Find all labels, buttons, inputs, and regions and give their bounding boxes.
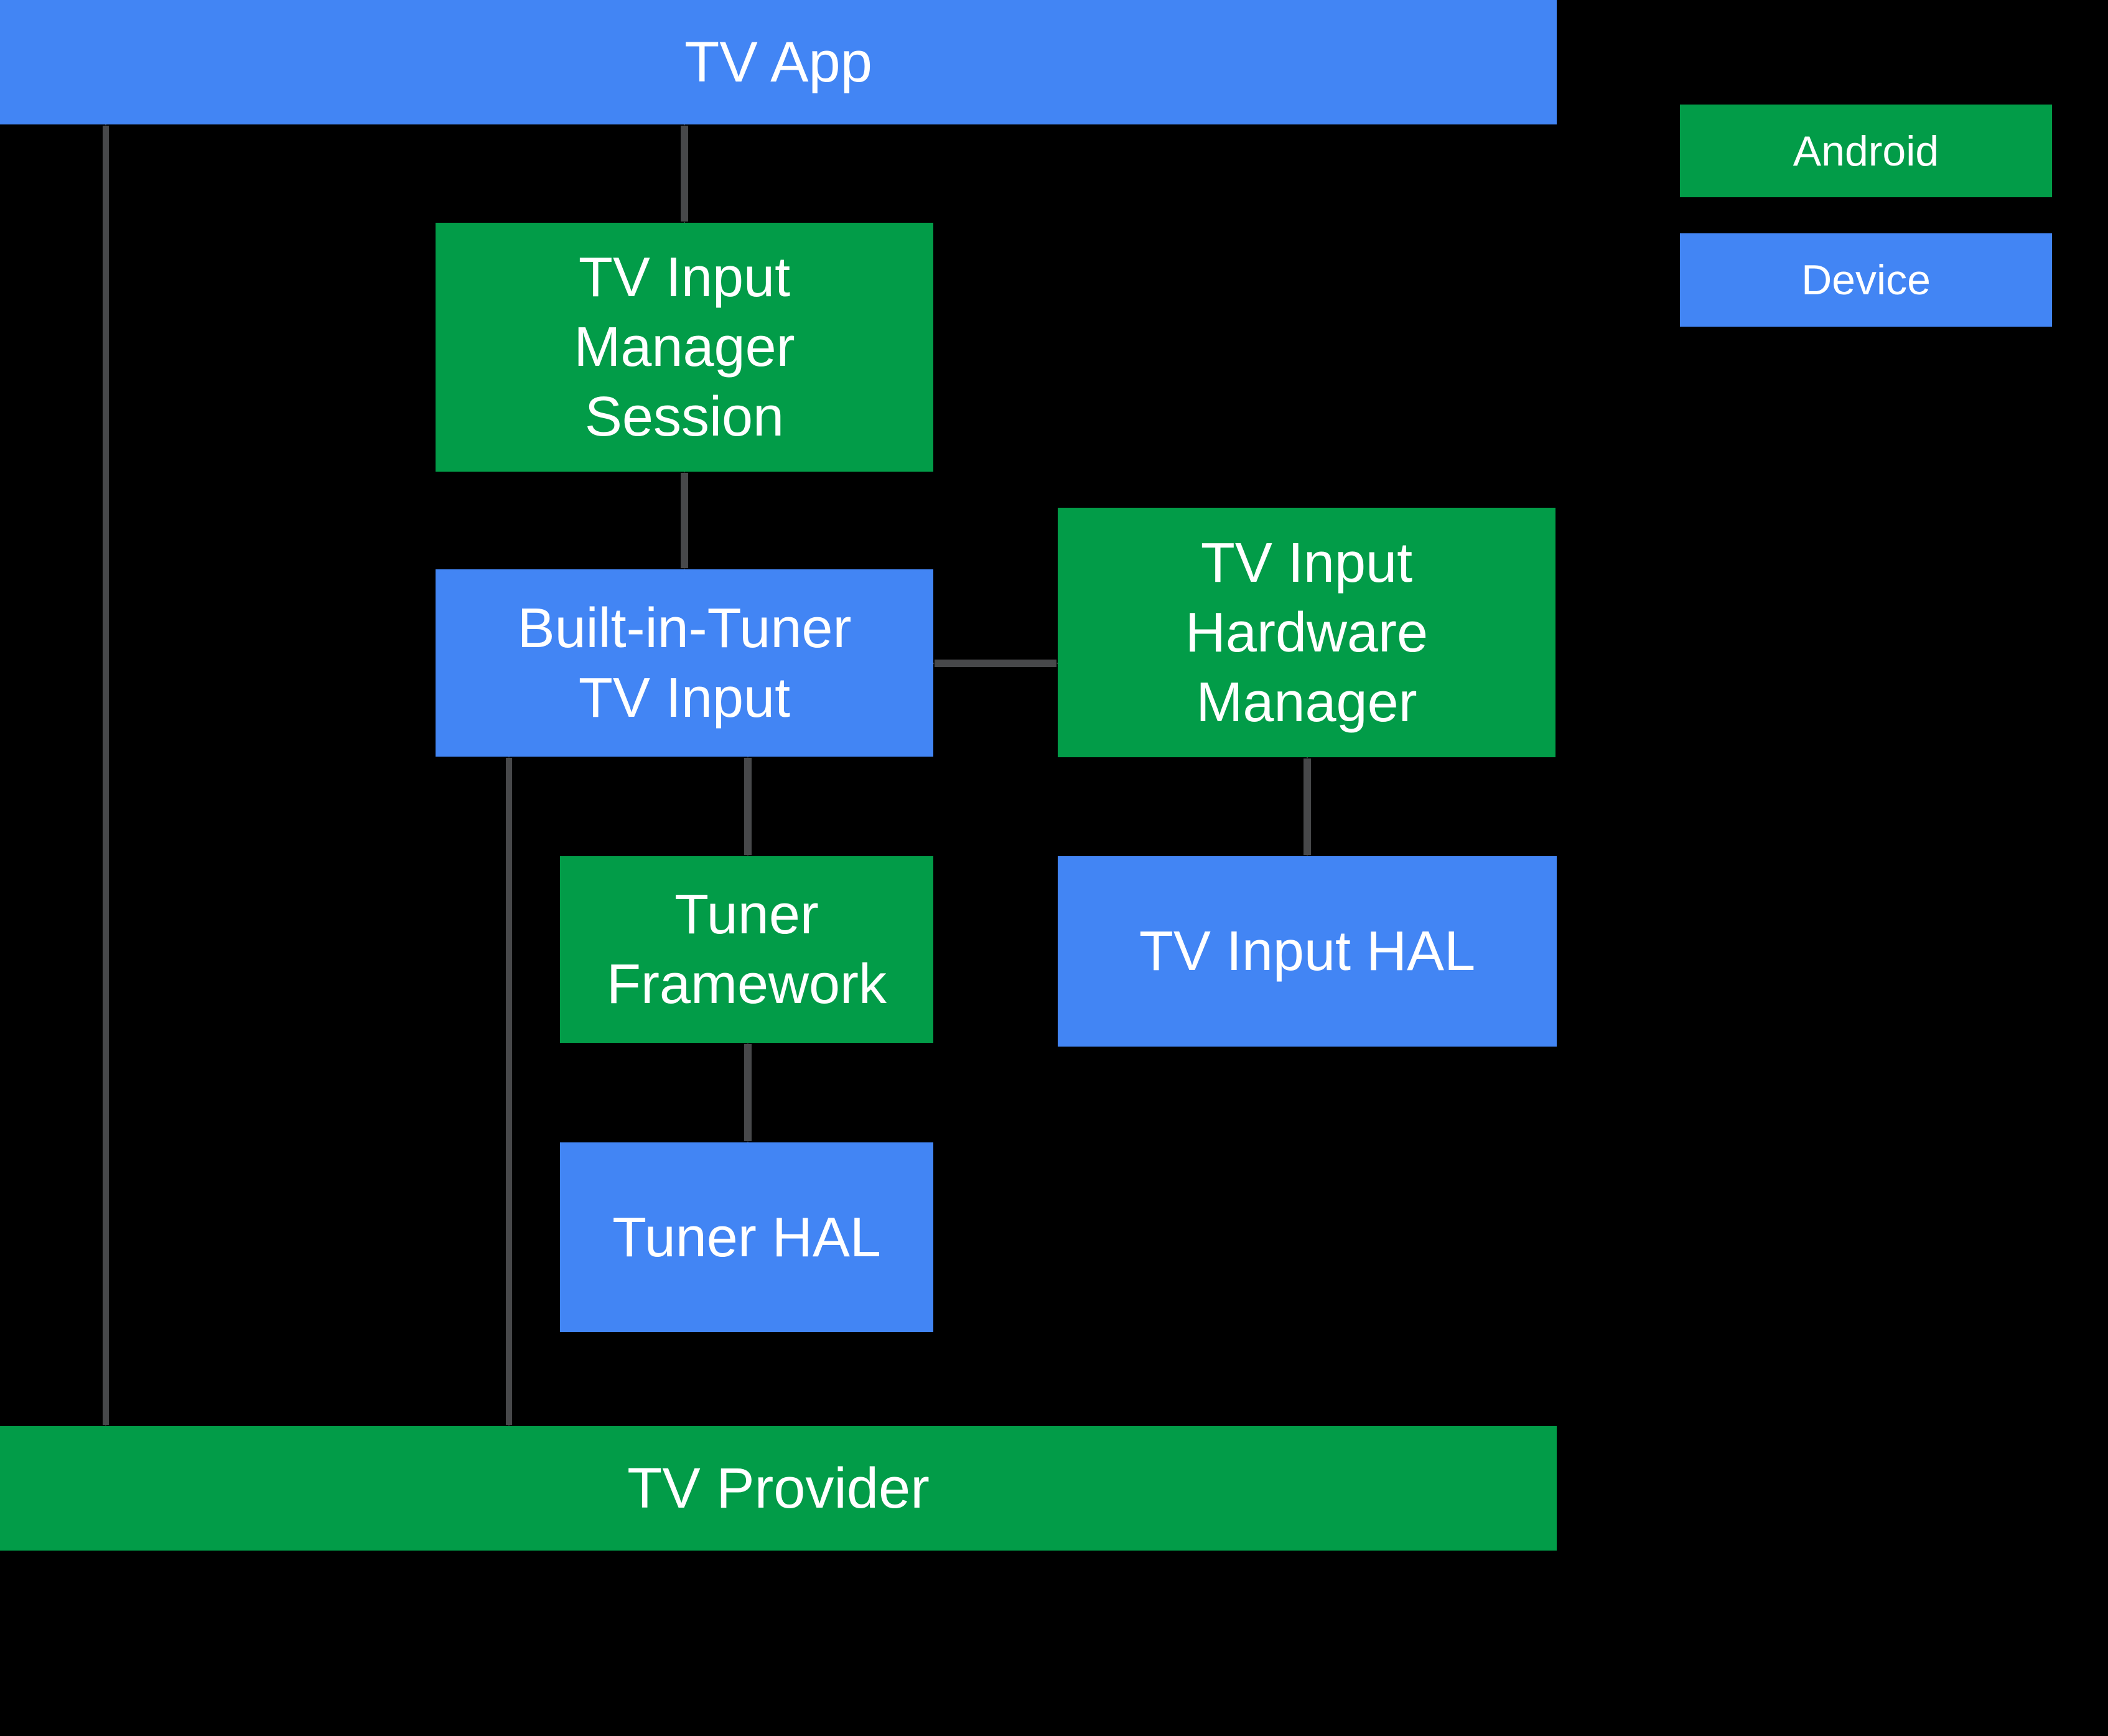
node-tv-input-hardware-manager: TV Input Hardware Manager bbox=[1058, 508, 1555, 757]
legend-device-label: Device bbox=[1801, 256, 1931, 304]
legend-android: Android bbox=[1680, 105, 2052, 197]
node-tv-input-manager-session-label: TV Input Manager Session bbox=[574, 246, 795, 448]
node-tv-input-hal-label: TV Input HAL bbox=[1139, 920, 1476, 982]
node-built-in-tuner-tv-input-label: Built-in-Tuner TV Input bbox=[517, 597, 852, 729]
node-built-in-tuner-tv-input: Built-in-Tuner TV Input bbox=[436, 569, 933, 757]
node-tv-provider: TV Provider bbox=[0, 1426, 1557, 1551]
node-tv-input-hal: TV Input HAL bbox=[1058, 856, 1557, 1047]
legend-android-label: Android bbox=[1793, 127, 1939, 175]
node-tv-app: TV App bbox=[0, 0, 1557, 124]
node-tv-app-label: TV App bbox=[684, 30, 872, 94]
node-tv-input-manager-session: TV Input Manager Session bbox=[436, 223, 933, 472]
node-tv-provider-label: TV Provider bbox=[627, 1457, 930, 1520]
node-tuner-hal: Tuner HAL bbox=[560, 1142, 933, 1332]
node-tuner-framework: Tuner Framework bbox=[560, 856, 933, 1043]
node-tv-input-hardware-manager-label: TV Input Hardware Manager bbox=[1185, 531, 1429, 734]
node-tuner-hal-label: Tuner HAL bbox=[612, 1206, 881, 1269]
node-tuner-framework-label: Tuner Framework bbox=[606, 884, 887, 1015]
legend-device: Device bbox=[1680, 233, 2052, 327]
